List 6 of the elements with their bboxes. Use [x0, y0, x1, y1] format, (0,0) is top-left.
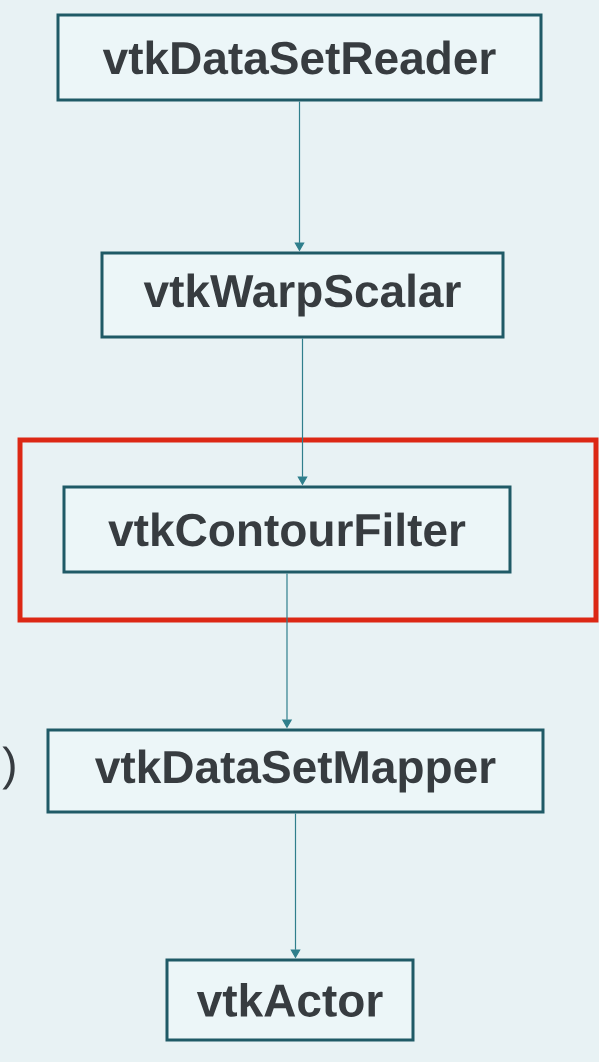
class-box: vtkDataSetMapper [46, 728, 545, 814]
class-box: vtkDataSetReader [56, 13, 543, 102]
highlight-frame [17, 437, 599, 623]
class-box: vtkActor [165, 958, 415, 1042]
class-box: vtkContourFilter [62, 485, 512, 574]
class-box: vtkWarpScalar [100, 251, 505, 339]
